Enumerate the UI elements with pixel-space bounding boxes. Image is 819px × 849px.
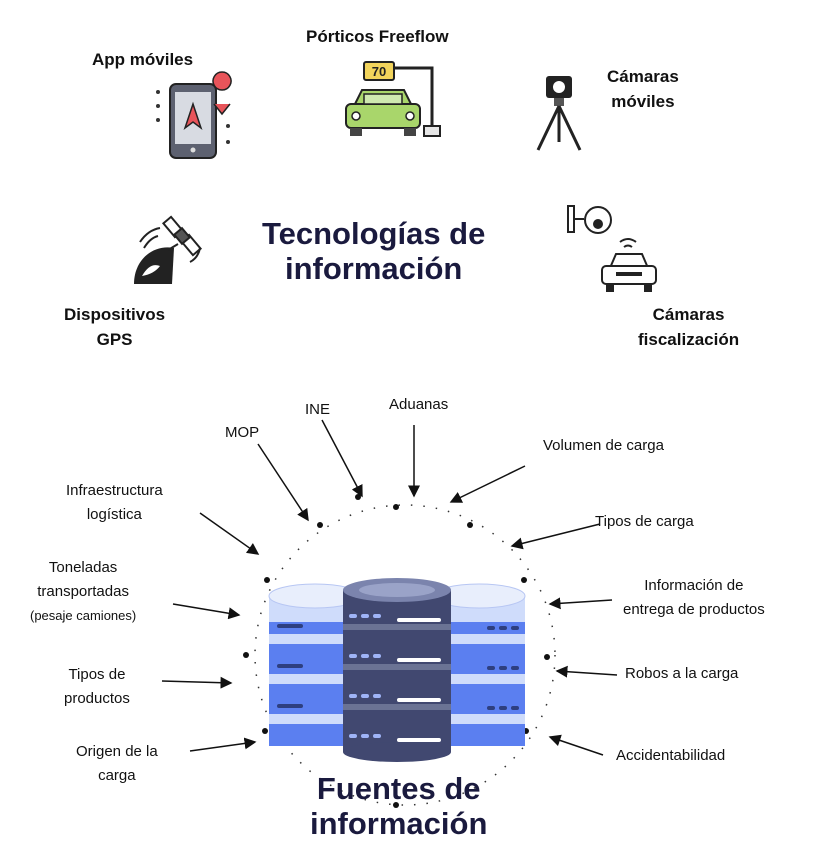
label-gps-line1: Dispositivos xyxy=(64,305,166,324)
arrow-infraestructura xyxy=(199,512,260,555)
source-origen-line1: Origen de la xyxy=(76,743,158,760)
arrow-accidentabilidad xyxy=(548,734,604,756)
label-porticos-freeflow: Pórticos Freeflow xyxy=(306,27,449,46)
title-tecnologias-line1: Tecnologías de xyxy=(262,216,486,251)
source-toneladas-line3: (pesaje camiones) xyxy=(30,608,137,623)
source-entrega-line1: Información de xyxy=(644,577,744,594)
title-fuentes: Fuentes de información xyxy=(310,771,487,841)
source-origen-carga: Origen de la carga xyxy=(76,740,158,788)
label-gps-line2: GPS xyxy=(96,330,133,349)
database-icon xyxy=(268,578,526,762)
label-dispositivos-gps: Dispositivos GPS xyxy=(64,302,165,352)
source-aduanas: Aduanas xyxy=(389,396,449,413)
label-camaras-moviles-line1: Cámaras xyxy=(607,67,679,86)
enforcement-camera-icon xyxy=(567,205,657,292)
label-fiscalizacion-line1: Cámaras xyxy=(652,305,725,324)
source-entrega-line2: entrega de productos xyxy=(623,601,765,618)
title-fuentes-line2: información xyxy=(310,806,488,841)
source-tipos-productos-line1: Tipos de xyxy=(68,666,126,683)
source-robos-carga: Robos a la carga xyxy=(625,665,739,682)
portico-freeflow-icon: 70 xyxy=(345,61,441,137)
arrow-tipos-productos xyxy=(161,676,233,689)
title-tecnologias-line2: información xyxy=(284,251,463,286)
label-fiscalizacion-line2: fiscalización xyxy=(638,330,740,349)
source-origen-line2: carga xyxy=(98,767,136,784)
label-camaras-moviles-line2: móviles xyxy=(611,92,675,111)
label-camaras-moviles: Cámaras móviles xyxy=(607,64,679,114)
arrow-ine xyxy=(321,419,363,498)
arrow-robos xyxy=(555,665,618,678)
source-toneladas-line1: Toneladas xyxy=(48,559,118,576)
title-fuentes-line1: Fuentes de xyxy=(316,771,481,806)
source-entrega-productos: Información de entrega de productos xyxy=(623,574,765,622)
portico-speed-text: 70 xyxy=(372,64,386,79)
arrow-entrega xyxy=(548,597,613,610)
source-volumen-carga: Volumen de carga xyxy=(543,437,664,454)
source-infraestructura-line1: Infraestructura xyxy=(66,482,163,499)
label-app-moviles: App móviles xyxy=(92,50,194,69)
source-tipos-productos: Tipos de productos xyxy=(64,663,130,711)
source-toneladas: Toneladas transportadas (pesaje camiones… xyxy=(30,556,136,628)
source-tipos-carga: Tipos de carga xyxy=(595,513,694,530)
source-ine: INE xyxy=(305,401,331,418)
source-tipos-productos-line2: productos xyxy=(64,690,130,707)
arrow-origen xyxy=(189,737,257,752)
mobile-app-icon xyxy=(156,71,232,159)
database-center-cylinder xyxy=(343,578,451,762)
title-tecnologias: Tecnologías de información xyxy=(262,216,485,286)
source-mop: MOP xyxy=(225,424,260,441)
ring-dot xyxy=(317,522,323,528)
source-infraestructura: Infraestructura logística xyxy=(66,479,163,527)
arrow-toneladas xyxy=(172,603,241,620)
arrow-mop xyxy=(257,443,309,522)
label-camaras-fiscalizacion: Cámaras fiscalización xyxy=(638,302,739,352)
arrow-tipos-carga xyxy=(510,523,601,550)
source-toneladas-line2: transportadas xyxy=(37,583,129,600)
source-infraestructura-line2: logística xyxy=(86,506,142,523)
source-accidentabilidad: Accidentabilidad xyxy=(616,747,726,764)
gps-satellite-icon xyxy=(134,215,203,284)
arrow-volumen xyxy=(449,465,526,503)
mobile-camera-icon xyxy=(536,76,582,151)
